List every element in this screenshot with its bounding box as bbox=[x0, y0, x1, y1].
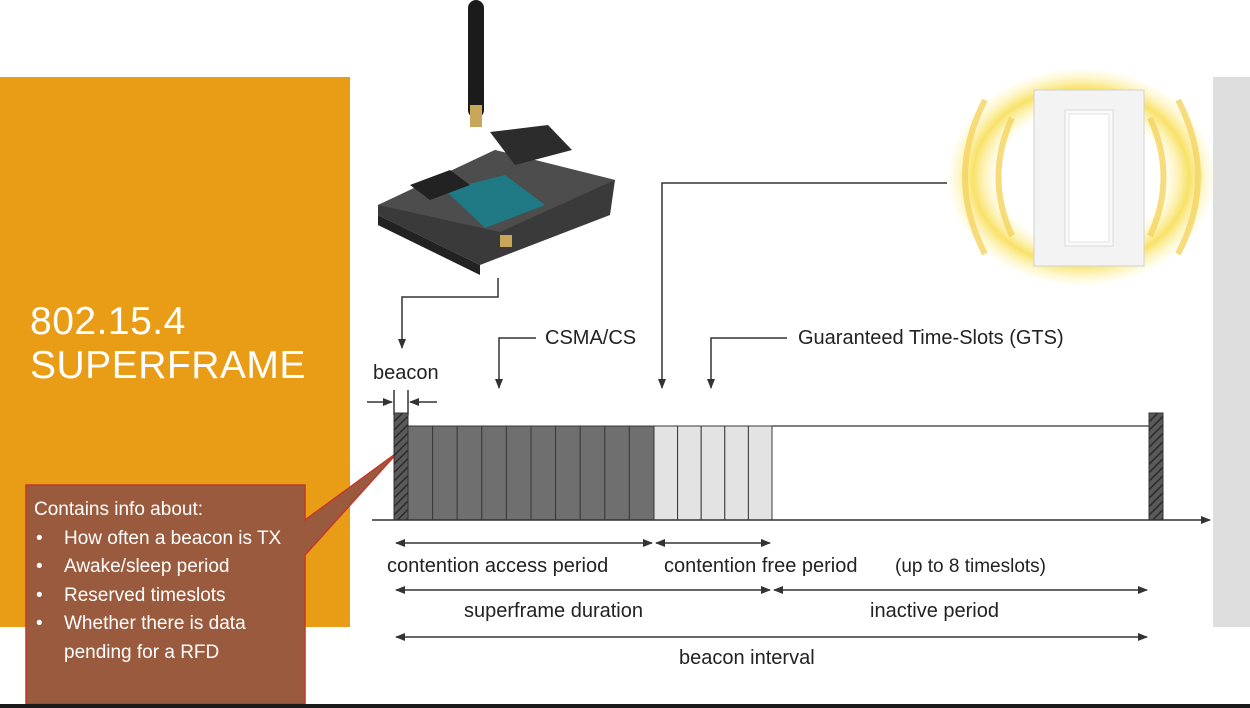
superframe-slots bbox=[407, 425, 773, 521]
callout-item: Awake/sleep period bbox=[34, 553, 294, 582]
csma-label: CSMA/CS bbox=[545, 327, 636, 349]
cfp-slot bbox=[747, 425, 773, 521]
cap-slot bbox=[432, 425, 458, 521]
cap-slot bbox=[628, 425, 655, 521]
cfp-label: contention free period bbox=[664, 555, 857, 577]
callout-heading: Contains info about: bbox=[34, 499, 204, 520]
cap-slot bbox=[456, 425, 483, 521]
light-switch-image bbox=[946, 67, 1216, 287]
cap-label: contention access period bbox=[387, 555, 608, 577]
callout-item: How often a beacon is TX bbox=[34, 525, 294, 554]
right-edge-bar bbox=[1213, 77, 1250, 627]
bottom-rule bbox=[0, 704, 1250, 708]
pointer-lines bbox=[398, 182, 947, 389]
beacon-width-marker bbox=[367, 390, 437, 415]
beacon-frame-next bbox=[1148, 412, 1164, 521]
callout-item: Whether there is data pending for a RFD bbox=[34, 610, 294, 667]
cap-slot bbox=[555, 425, 581, 521]
cap-slot bbox=[481, 425, 507, 521]
cfp-slot bbox=[677, 425, 702, 521]
cap-slot bbox=[530, 425, 557, 521]
callout-list: How often a beacon is TX Awake/sleep per… bbox=[34, 525, 294, 668]
callout-text: Contains info about: How often a beacon … bbox=[34, 496, 294, 667]
cfp-note: (up to 8 timeslots) bbox=[895, 556, 1046, 577]
callout-item: Reserved timeslots bbox=[34, 582, 294, 611]
interval-label: beacon interval bbox=[679, 647, 815, 669]
slide-title: 802.15.4 SUPERFRAME bbox=[30, 300, 306, 388]
gts-label: Guaranteed Time-Slots (GTS) bbox=[798, 327, 1064, 349]
cfp-slot bbox=[653, 425, 679, 521]
cap-slot bbox=[604, 425, 630, 521]
superframe-label: superframe duration bbox=[464, 600, 643, 622]
cfp-slot bbox=[724, 425, 749, 521]
radio-board-image bbox=[378, 0, 615, 275]
cap-slot bbox=[505, 425, 532, 521]
period-arrows bbox=[395, 539, 1148, 641]
cfp-slot bbox=[700, 425, 726, 521]
title-line-2: SUPERFRAME bbox=[30, 344, 306, 387]
cap-slot bbox=[407, 425, 434, 521]
beacon-frame-start bbox=[393, 412, 409, 521]
title-line-1: 802.15.4 bbox=[30, 300, 186, 343]
cap-slot bbox=[579, 425, 606, 521]
inactive-label: inactive period bbox=[870, 600, 999, 622]
beacon-label: beacon bbox=[373, 362, 439, 384]
